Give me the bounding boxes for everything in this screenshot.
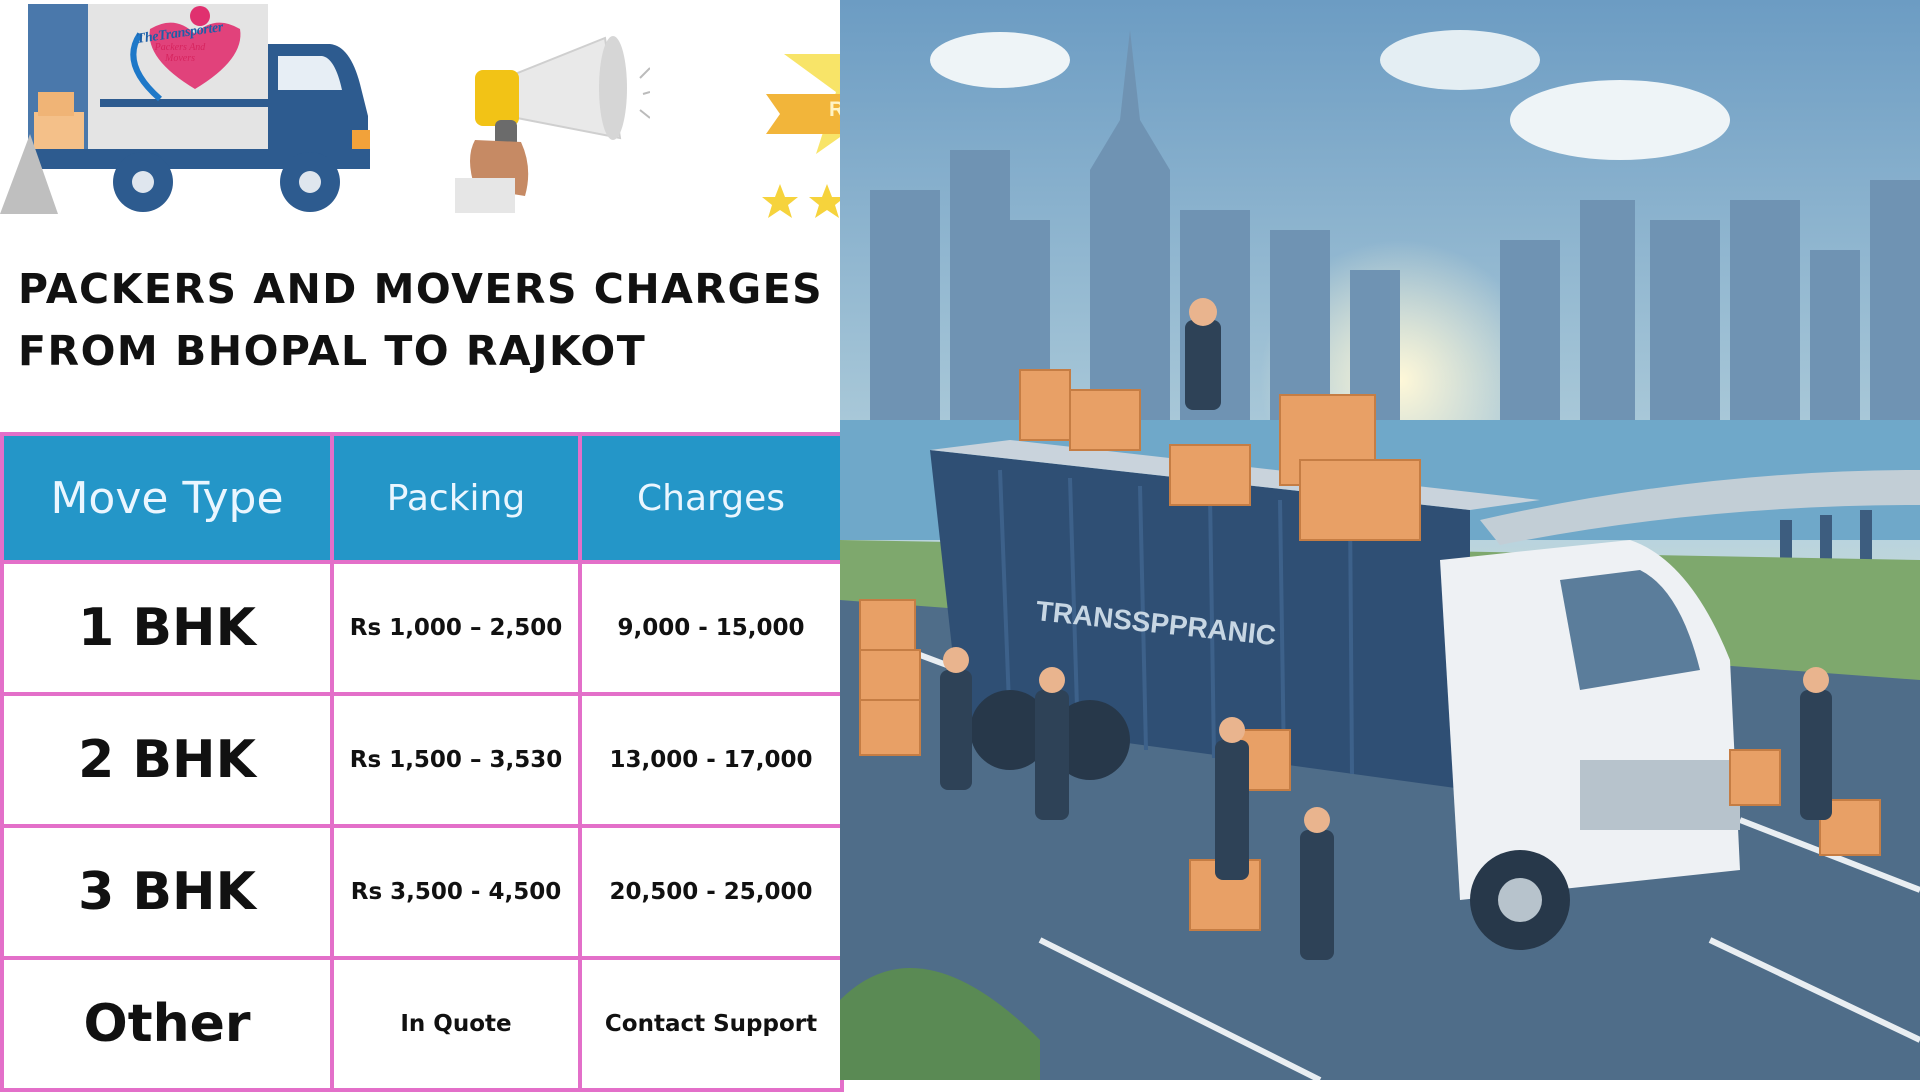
title-line-2: FROM BHOPAL TO RAJKOT bbox=[18, 327, 647, 375]
scene-graphic: TRANSSPPRANIC bbox=[840, 0, 1920, 1080]
star-icon bbox=[762, 184, 798, 218]
left-panel: TheTransporter Packers And Movers bbox=[0, 0, 980, 1092]
table-row: Other In Quote Contact Support bbox=[0, 956, 844, 1092]
cell-packing: Rs 1,500 – 3,530 bbox=[330, 692, 582, 828]
cell-charges: 13,000 - 17,000 bbox=[578, 692, 844, 828]
cell-packing: Rs 3,500 - 4,500 bbox=[330, 824, 582, 960]
cell-move-type: 1 BHK bbox=[0, 560, 334, 696]
table-header-row: Move Type Packing Charges bbox=[0, 432, 844, 564]
title-line-1: PACKERS AND MOVERS CHARGES bbox=[18, 265, 824, 313]
megaphone-illustration bbox=[455, 28, 651, 213]
brand-subtitle: Packers And bbox=[154, 42, 206, 53]
cell-charges: 9,000 - 15,000 bbox=[578, 560, 844, 696]
cell-move-type: 3 BHK bbox=[0, 824, 334, 960]
moving-scene-illustration: TRANSSPPRANIC bbox=[840, 0, 1920, 1080]
brand-text: TheTransporter Packers And Movers bbox=[130, 20, 230, 64]
cell-move-type: Other bbox=[0, 956, 334, 1092]
charges-table: Move Type Packing Charges 1 BHK Rs 1,000… bbox=[0, 432, 844, 1092]
star-icon bbox=[809, 184, 845, 218]
page-title: PACKERS AND MOVERS CHARGES FROM BHOPAL T… bbox=[18, 258, 833, 382]
megaphone-icon bbox=[455, 36, 651, 213]
heart-person-icon bbox=[130, 6, 241, 102]
header-charges: Charges bbox=[578, 432, 844, 564]
cell-packing: Rs 1,000 – 2,500 bbox=[330, 560, 582, 696]
cell-move-type: 2 BHK bbox=[0, 692, 334, 828]
cell-packing: In Quote bbox=[330, 956, 582, 1092]
table-row: 1 BHK Rs 1,000 – 2,500 9,000 - 15,000 bbox=[0, 560, 844, 696]
logo-truck-illustration: TheTransporter Packers And Movers bbox=[0, 4, 375, 214]
truck-icon bbox=[0, 4, 370, 214]
header-move-type: Move Type bbox=[0, 432, 334, 564]
header-packing: Packing bbox=[330, 432, 582, 564]
cell-charges: 20,500 - 25,000 bbox=[578, 824, 844, 960]
table-row: 3 BHK Rs 3,500 - 4,500 20,500 - 25,000 bbox=[0, 824, 844, 960]
cell-charges: Contact Support bbox=[578, 956, 844, 1092]
brand-subtitle-2: Movers bbox=[165, 53, 195, 64]
table-row: 2 BHK Rs 1,500 – 3,530 13,000 - 17,000 bbox=[0, 692, 844, 828]
